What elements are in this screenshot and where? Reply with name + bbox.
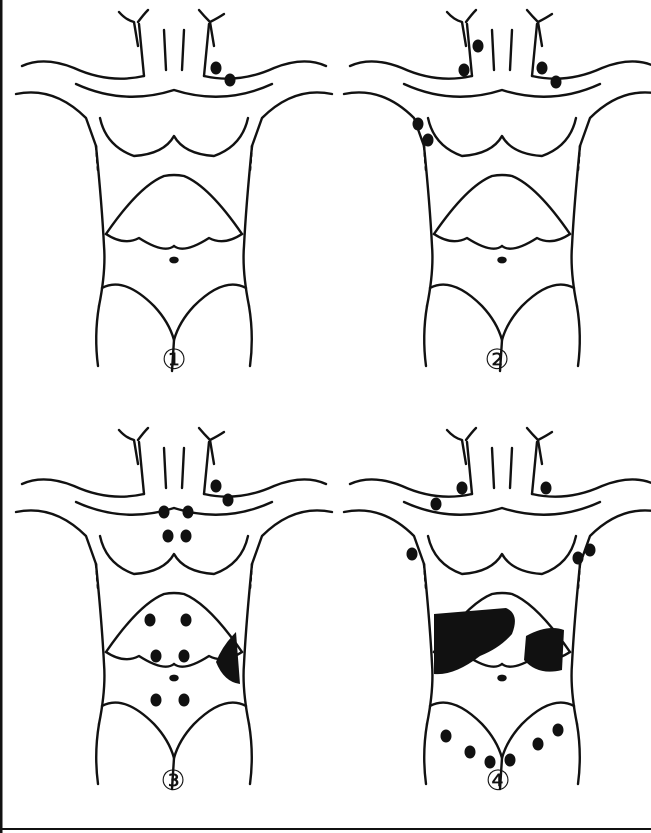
torso-outline-icon: [16, 10, 332, 371]
panel-2-number: ②: [480, 343, 514, 377]
torso-outline-icon: [344, 10, 651, 371]
panel-4-number: ④: [481, 764, 515, 798]
panel-1-number: ①: [157, 343, 191, 377]
panel-1: [16, 10, 332, 371]
panel-2: [344, 10, 651, 371]
organ-shading-icon: [216, 632, 240, 684]
organ-shading-icon: [524, 628, 564, 672]
torso-outline-icon: [344, 428, 651, 789]
panel-3-number: ③: [156, 764, 190, 798]
torso-outline-icon: [16, 428, 332, 789]
panel-3: [16, 428, 332, 789]
panel-4: [344, 428, 651, 789]
